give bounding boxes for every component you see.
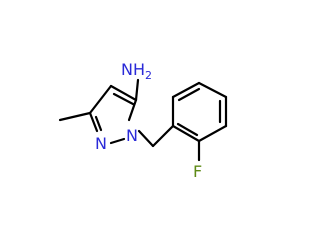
- atom-n2: N: [95, 134, 107, 153]
- bond-ch2-aryl: [151, 124, 175, 148]
- atom-nh2: NH2: [121, 60, 152, 82]
- bond-c3-c4: [88, 84, 113, 115]
- bond-c3-n2: [88, 111, 99, 133]
- bond-b6-b1: [171, 124, 201, 143]
- amine-subscript: 2: [145, 69, 152, 82]
- bond-b6-b1-inner: [176, 122, 199, 137]
- bond-n1-ch2: [137, 129, 155, 148]
- atom-fluorine: F: [193, 162, 202, 181]
- bond-n2-n1: [109, 137, 126, 145]
- bond-c3-methyl: [58, 111, 92, 122]
- bond-c3-n2-double: [94, 115, 103, 132]
- bond-c4-c5: [109, 84, 138, 102]
- bond-c5-nh2: [134, 78, 140, 102]
- structure-canvas: NH2 N N F: [58, 60, 228, 181]
- bond-b2-b3-inner: [177, 87, 201, 102]
- bond-b3-b4: [197, 81, 228, 99]
- bond-b5-b6: [197, 124, 228, 143]
- molecule-drawing: NH2 N N F: [58, 60, 228, 181]
- bond-b2-b3: [171, 81, 201, 99]
- bond-c5-n1: [127, 98, 138, 122]
- amine-label: NH: [121, 60, 145, 79]
- bond-c4-c5-double: [112, 92, 135, 106]
- atom-n1: N: [126, 126, 138, 145]
